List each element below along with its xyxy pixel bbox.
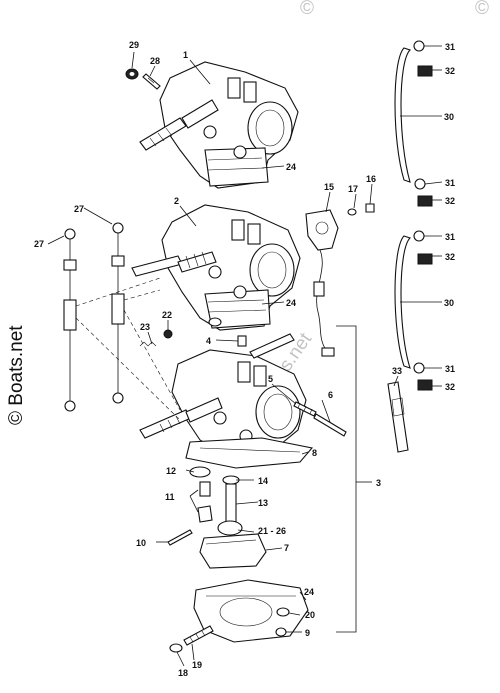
callout-32-c: 32 [445, 252, 455, 262]
callout-11: 11 [165, 492, 175, 502]
callout-23: 23 [140, 322, 150, 332]
part-7-float [199, 533, 267, 569]
part-12-oring [189, 466, 211, 478]
watermark-diagonal-3: © [475, 0, 489, 19]
part-24-float-bowl [193, 579, 309, 643]
part-27-rod-right [111, 222, 125, 404]
callout-24-top: 24 [286, 162, 296, 172]
callout-27-left: 27 [34, 239, 44, 249]
watermark-diagonal-2: © [300, 0, 314, 19]
part-22-screw [163, 329, 173, 339]
callout-22: 22 [162, 310, 172, 320]
part-9-screw [275, 627, 287, 637]
callout-3: 3 [376, 478, 381, 488]
part-30-hose-upper [394, 47, 412, 183]
callout-28: 28 [150, 56, 160, 66]
part-33-strap [387, 381, 409, 453]
callout-4: 4 [206, 336, 211, 346]
callout-30-upper: 30 [444, 112, 454, 122]
callout-32-a: 32 [445, 66, 455, 76]
callout-31-a: 31 [445, 42, 455, 52]
callout-29: 29 [129, 40, 139, 50]
part-10-pin [167, 529, 193, 546]
callout-21-26: 21 - 26 [258, 526, 286, 536]
part-28-screw [142, 73, 161, 90]
part-18-screw [169, 643, 183, 653]
callout-10: 10 [136, 538, 146, 548]
carburetor-lower [139, 333, 314, 469]
callout-6: 6 [328, 390, 333, 400]
callout-31-c: 31 [445, 232, 455, 242]
leader-lines [47, 45, 443, 667]
callout-16: 16 [366, 174, 376, 184]
callout-7: 7 [284, 543, 289, 553]
part-19-spring [183, 625, 214, 646]
callout-8: 8 [312, 448, 317, 458]
callout-27-right: 27 [74, 204, 84, 214]
part-20-washer [276, 607, 290, 617]
carburetor-middle [131, 204, 301, 331]
callout-33: 33 [392, 366, 402, 376]
part-30-hose-lower [394, 235, 412, 369]
part-11-jet [199, 481, 211, 497]
callout-18: 18 [178, 668, 188, 678]
callout-19: 19 [192, 660, 202, 670]
part-6-screw [313, 413, 347, 437]
callout-1: 1 [183, 50, 188, 60]
callout-20: 20 [305, 610, 315, 620]
callout-5: 5 [268, 374, 273, 384]
carburetor-top [139, 61, 299, 189]
watermark-vertical: © Boats.net [6, 325, 27, 425]
part-32-clip [417, 65, 433, 77]
callout-24-bowl: 24 [304, 587, 314, 597]
callout-32-b: 32 [445, 196, 455, 206]
part-4-screw [237, 335, 247, 347]
callout-32-d: 32 [445, 382, 455, 392]
callout-13: 13 [258, 498, 268, 508]
part-15-sensor [305, 209, 339, 251]
callout-30-lower: 30 [444, 298, 454, 308]
callout-9: 9 [305, 628, 310, 638]
callout-17: 17 [348, 184, 358, 194]
callout-15: 15 [324, 182, 334, 192]
part-8-gasket [185, 437, 314, 469]
part-27-rod-left [63, 228, 77, 412]
part-31-clip [413, 40, 425, 52]
callout-24-middle: 24 [286, 298, 296, 308]
callout-2: 2 [174, 196, 179, 206]
part-17-washer [347, 208, 357, 216]
callout-12: 12 [166, 466, 176, 476]
part-16-bolt [365, 203, 375, 213]
callout-31-b: 31 [445, 178, 455, 188]
callout-31-d: 31 [445, 364, 455, 374]
part-13-tube [225, 483, 237, 525]
callout-14: 14 [258, 476, 268, 486]
